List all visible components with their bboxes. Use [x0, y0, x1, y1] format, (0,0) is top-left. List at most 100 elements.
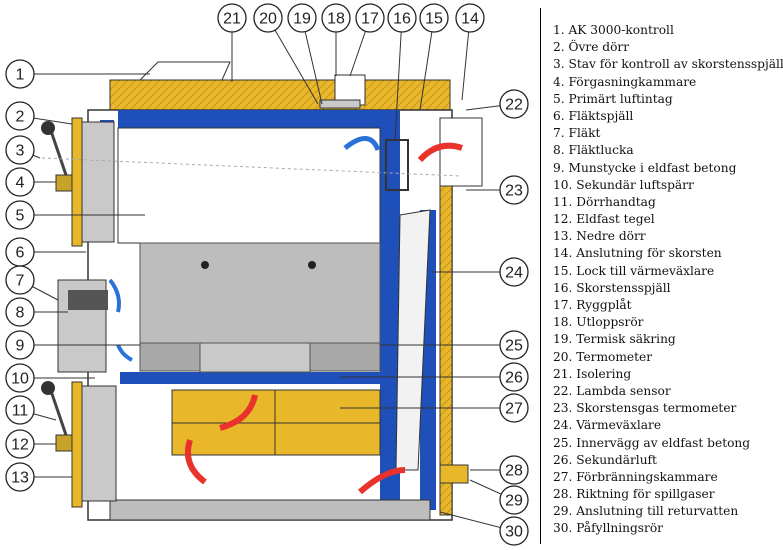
hinge — [55, 434, 73, 452]
refractory-lining — [139, 242, 381, 344]
callout-number: 28 — [505, 463, 523, 480]
leader-line — [419, 17, 435, 111]
chimney-connection — [439, 117, 483, 187]
flow-arrow — [219, 394, 258, 431]
legend-item: 23. Skorstensgas termometer — [553, 401, 737, 416]
flow-arrow — [417, 142, 463, 163]
callout-4: 4 — [5, 167, 56, 197]
door-handle — [48, 387, 68, 436]
door-handle — [48, 127, 68, 176]
legend-item: 2. Övre dörr — [553, 40, 630, 55]
legend-item: 17. Ryggplåt — [553, 298, 632, 312]
legend-item: 11. Dörrhandtag — [553, 194, 656, 209]
bottom-plate — [109, 499, 431, 521]
air-arrow — [108, 278, 121, 313]
gasification-chamber — [117, 127, 381, 244]
callout-circle — [217, 3, 247, 33]
callout-circle — [5, 135, 35, 165]
fan — [68, 290, 108, 310]
callout-number: 1 — [16, 67, 25, 84]
callout-circle — [5, 167, 35, 197]
boiler-diagram: 1234567891011121314151617181920212223242… — [5, 3, 529, 546]
legend-item: 16. Skorstensspjäll — [553, 280, 671, 295]
callout-number: 30 — [505, 524, 523, 541]
callout-14: 14 — [455, 3, 485, 101]
callout-8: 8 — [5, 297, 68, 327]
callout-circle — [499, 393, 529, 423]
insulation-top — [109, 79, 451, 111]
legend-item: 12. Eldfast tegel — [553, 212, 655, 227]
legend-item: 19. Termisk säkring — [553, 332, 676, 347]
refractory-bolt — [308, 261, 316, 269]
callout-13: 13 — [5, 462, 72, 492]
return-connection — [439, 464, 469, 484]
callout-23: 23 — [466, 175, 529, 205]
callout-18: 18 — [321, 3, 351, 76]
callout-number: 14 — [461, 11, 479, 28]
legend-item: 21. Isolering — [553, 366, 632, 381]
callout-circle — [387, 3, 417, 33]
callout-number: 4 — [16, 175, 25, 192]
water-jacket-vertical — [380, 110, 400, 510]
callout-circle — [5, 462, 35, 492]
callout-circle — [5, 429, 35, 459]
callout-9: 9 — [5, 330, 140, 360]
chimney-damper — [385, 139, 409, 191]
callout-number: 8 — [16, 305, 25, 322]
callout-circle — [5, 200, 35, 230]
callout-5: 5 — [5, 200, 145, 230]
flow-arrow — [184, 439, 207, 485]
callout-number: 5 — [16, 208, 25, 225]
callout-circle — [287, 3, 317, 33]
legend-item: 22. Lambda sensor — [553, 383, 671, 398]
callout-number: 17 — [361, 11, 379, 28]
callout-circle — [5, 59, 35, 89]
callout-number: 10 — [11, 371, 29, 388]
callout-circle — [455, 3, 485, 33]
callout-29: 29 — [469, 479, 529, 515]
callout-circle — [5, 297, 35, 327]
air-arrow — [116, 344, 133, 362]
legend-item: 4. Förgasningkammare — [553, 74, 697, 89]
legend-item: 27. Förbränningskammare — [553, 469, 718, 484]
callout-10: 10 — [5, 363, 95, 393]
callout-number: 24 — [505, 265, 523, 282]
legend-item: 8. Fläktlucka — [553, 143, 634, 158]
callout-21: 21 — [217, 3, 247, 82]
callout-17: 17 — [349, 3, 385, 77]
legend-item: 3. Stav för kontroll av skorstensspjäll — [553, 57, 783, 72]
outlet-base — [319, 99, 361, 109]
callout-number: 29 — [505, 493, 523, 510]
callout-1: 1 — [5, 59, 150, 89]
callout-circle — [499, 516, 529, 546]
callout-circle — [5, 265, 35, 295]
callout-number: 19 — [293, 11, 311, 28]
refractory-bolt — [201, 261, 209, 269]
callout-number: 23 — [505, 183, 523, 200]
lower-door-panel — [81, 385, 117, 502]
legend-item: 29. Anslutning till returvatten — [553, 504, 739, 519]
callout-circle — [253, 3, 283, 33]
callout-circle — [321, 3, 351, 33]
callout-25: 25 — [380, 330, 529, 360]
callout-circle — [499, 175, 529, 205]
legend-item: 24. Värmeväxlare — [553, 418, 662, 433]
callout-20: 20 — [253, 3, 319, 105]
legend-item: 30. Påfyllningsrör — [553, 521, 664, 536]
callout-15: 15 — [419, 3, 449, 111]
door-handle-knob — [41, 381, 55, 395]
callout-number: 20 — [259, 11, 277, 28]
callout-circle — [5, 363, 35, 393]
callout-28: 28 — [470, 455, 529, 485]
callout-number: 18 — [327, 11, 345, 28]
callout-3: 3 — [5, 135, 41, 165]
leader-line — [267, 17, 319, 105]
door-handle-knob — [41, 121, 55, 135]
nozzle-strip-right — [309, 342, 381, 372]
callout-circle — [5, 395, 35, 425]
callout-circle — [5, 330, 35, 360]
callout-19: 19 — [287, 3, 323, 105]
heat-exchanger-tube — [395, 209, 431, 471]
flow-arrow — [358, 467, 406, 495]
